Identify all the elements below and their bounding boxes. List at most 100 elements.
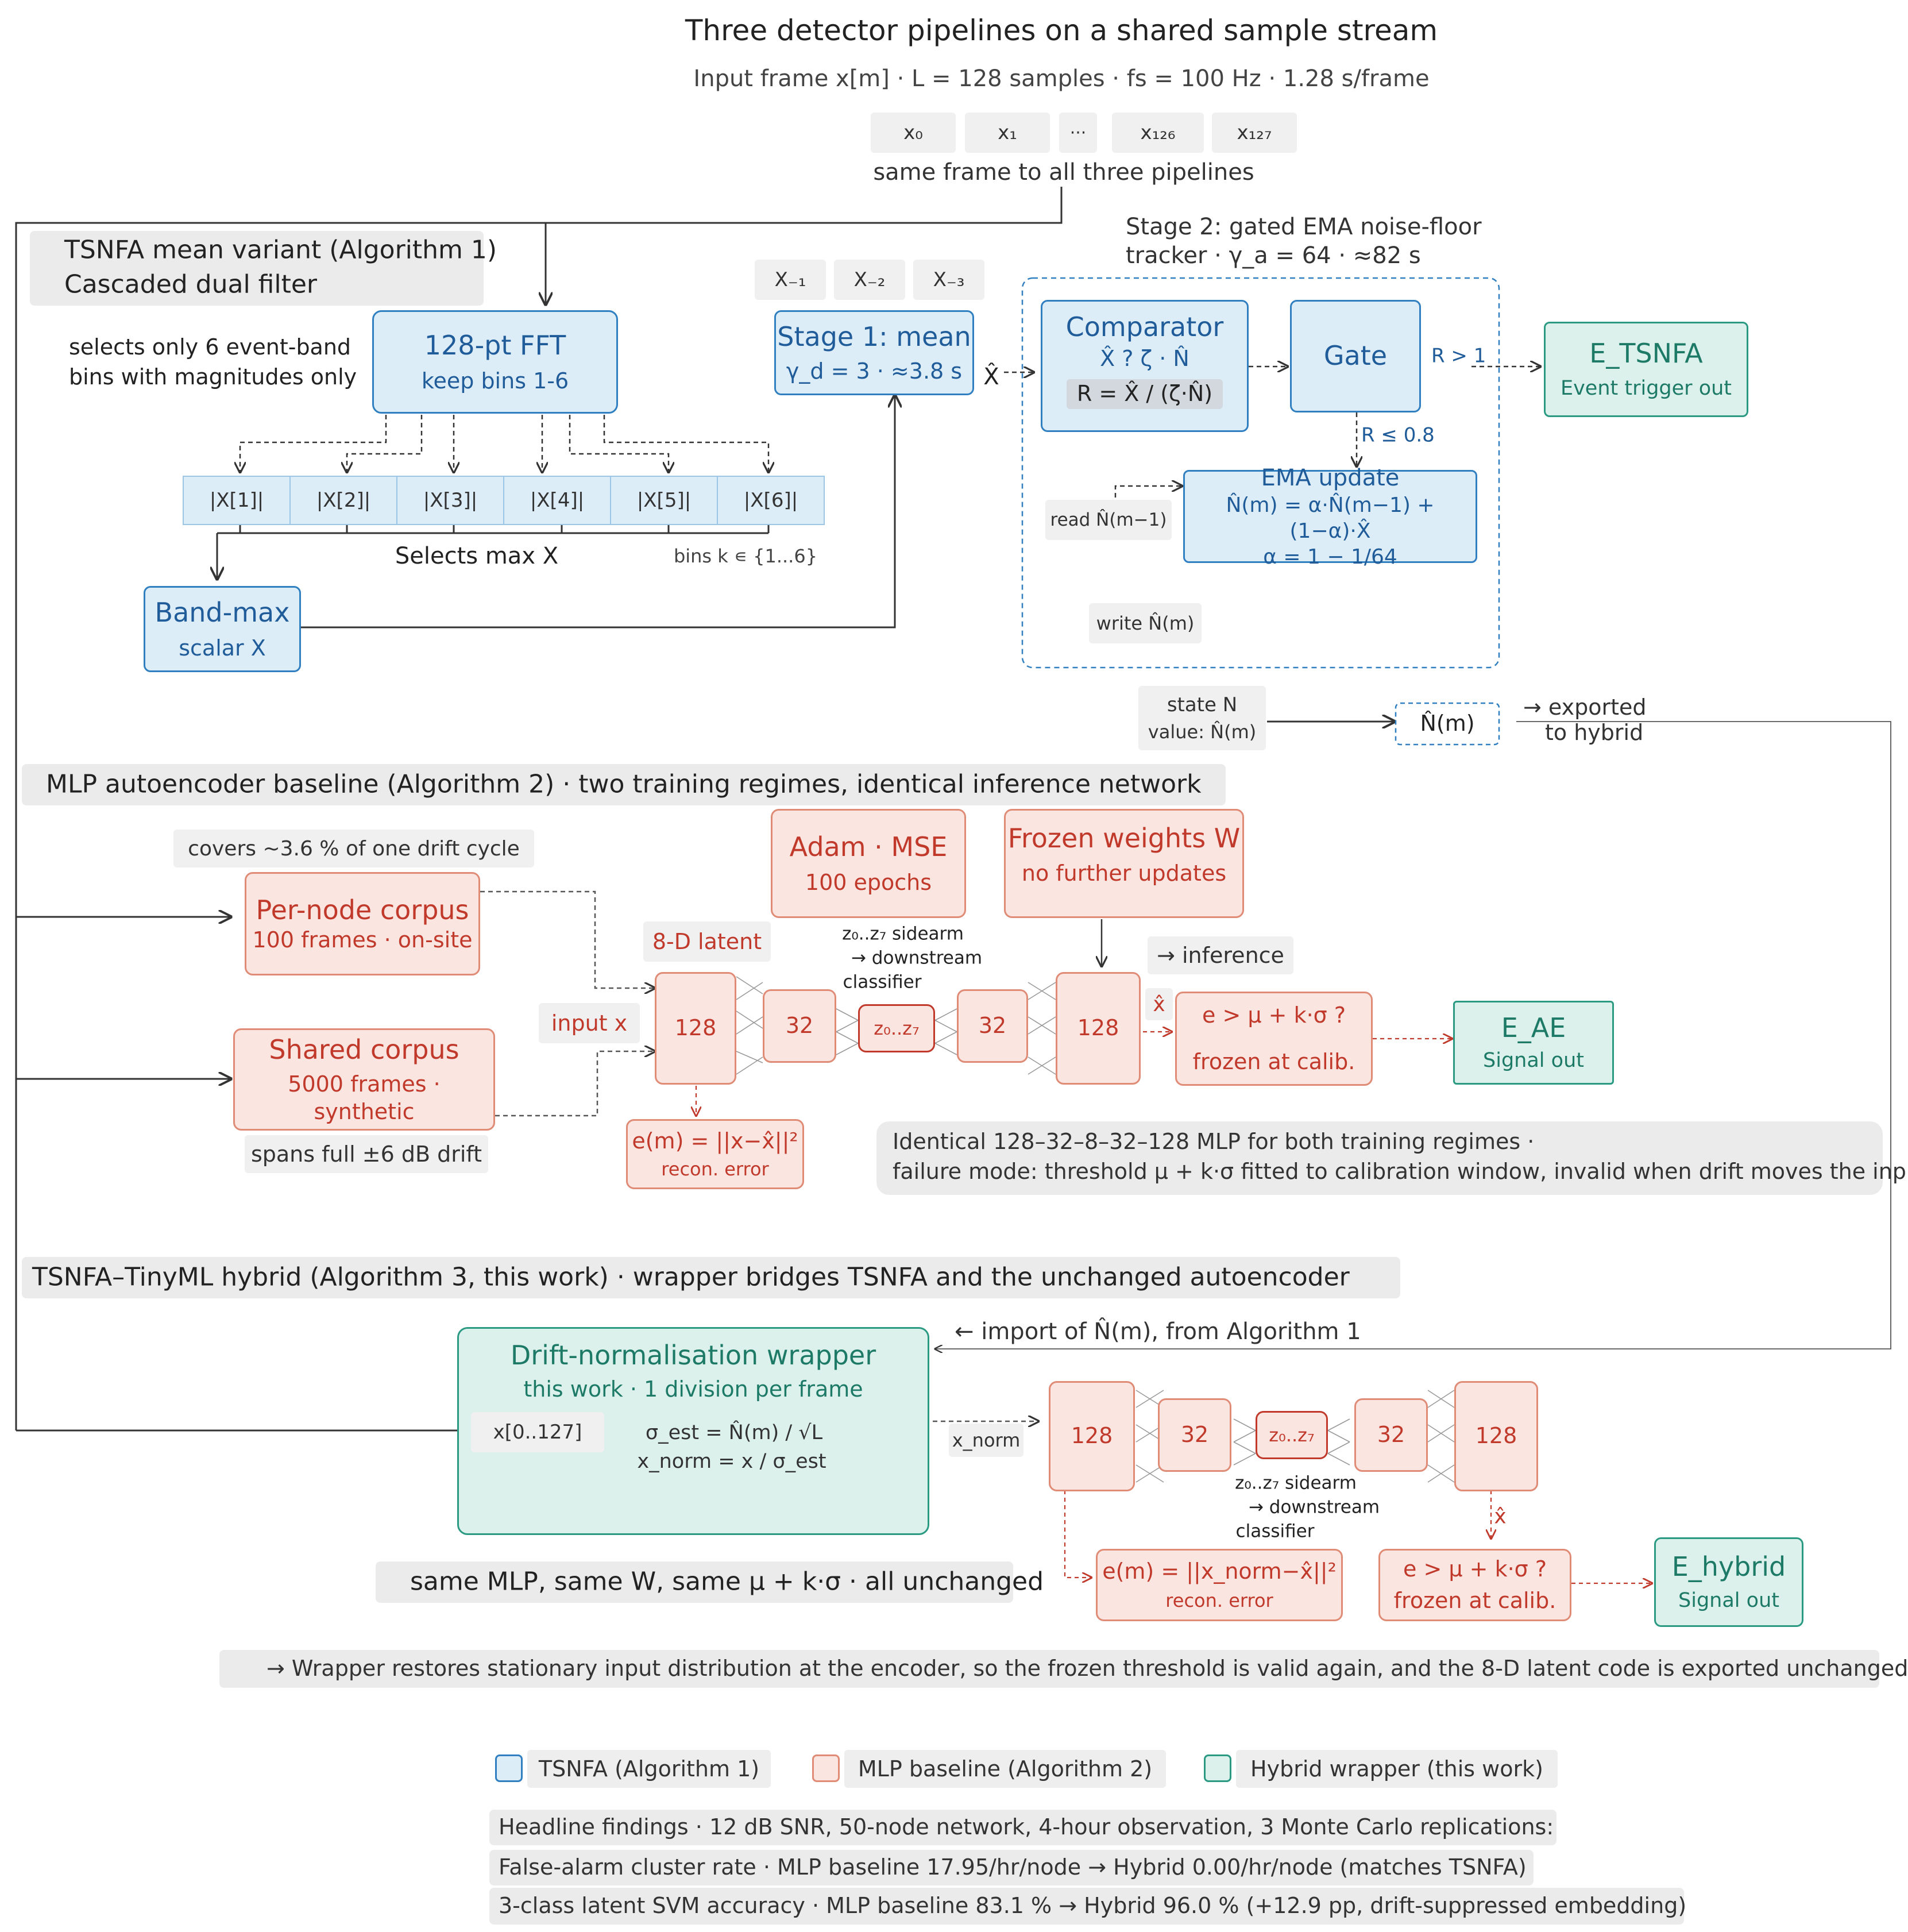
xhat-label: X̂ <box>983 364 999 390</box>
hybrid-sidearm-line2: → downstream <box>1248 1497 1380 1518</box>
fft-to-bin1 <box>240 415 387 472</box>
mlp-output-sub: Signal out <box>1483 1048 1584 1072</box>
mlp-threshold-note: frozen at calib. <box>1192 1049 1355 1074</box>
mlp-error-label: recon. error <box>661 1158 769 1180</box>
history-chip: X₋₁ <box>755 260 826 300</box>
fft-block: 128-pt FFT keep bins 1-6 <box>372 310 618 414</box>
stage2-region <box>1021 277 1500 669</box>
sample-chip: x₀ <box>871 113 956 153</box>
read-chip: read N̂(m−1) <box>1045 500 1172 540</box>
stage1-block: Stage 1: mean γ_d = 3 · ≈3.8 s <box>774 310 974 395</box>
frozen-weights-sub: no further updates <box>1021 860 1227 886</box>
hybrid-error-eq: e(m) = ||x_norm−x̂||² <box>1102 1559 1337 1584</box>
adam-block-title: Adam · MSE <box>789 831 948 862</box>
mlp-section-title: MLP autoencoder baseline (Algorithm 2) ·… <box>22 764 1226 805</box>
hybrid-threshold-block: e > μ + k·σ ? frozen at calib. <box>1378 1549 1571 1621</box>
legend-swatch-mlp <box>812 1754 840 1782</box>
pernode-corpus-sub: 100 frames · on-site <box>252 927 473 952</box>
ema-update-equation: N̂(m) = α·N̂(m−1) + (1−α)·X̂ <box>1226 493 1435 543</box>
history-chip: X₋₂ <box>834 260 905 300</box>
hybrid-error-label: recon. error <box>1165 1589 1273 1611</box>
hybrid-decoder-to-output-links <box>1427 1390 1455 1483</box>
comparator-expression: X̂ ? ζ · N̂ <box>1100 345 1189 371</box>
adam-block-sub: 100 epochs <box>805 870 932 895</box>
state-export-label: N̂(m) <box>1420 711 1475 736</box>
hybrid-threshold-note: frozen at calib. <box>1393 1588 1556 1613</box>
hybrid-sidearm-line1: z₀..z₇ sidearm <box>1235 1472 1357 1494</box>
wrapper-sub: this work · 1 division per frame <box>523 1376 863 1402</box>
hybrid-error-block: e(m) = ||x_norm−x̂||² recon. error <box>1096 1549 1343 1621</box>
hybrid-sidearm-line3: classifier <box>1235 1521 1315 1542</box>
xnorm-label: x_norm <box>949 1424 1023 1457</box>
findings-line3: 3-class latent SVM accuracy · MLP baseli… <box>489 1888 1686 1925</box>
stage2-title-line1: Stage 2: gated EMA noise-floor <box>1126 214 1482 240</box>
gate-r-le-label: R ≤ 0.8 <box>1361 423 1435 447</box>
bins-range-label: bins k ∊ {1...6} <box>673 545 818 567</box>
latent-label: 8-D latent <box>643 921 771 962</box>
findings-line1-text: Headline findings · 12 dB SNR, 50-node n… <box>499 1814 1554 1840</box>
covers-note: covers ~3.6 % of one drift cycle <box>173 830 534 867</box>
stage2-title-line2: tracker · γ_a = 64 · ≈82 s <box>1126 242 1421 269</box>
conclusion-text: → Wrapper restores stationary input dist… <box>266 1656 1908 1682</box>
ema-update-block: EMA update N̂(m) = α·N̂(m−1) + (1−α)·X̂ … <box>1183 465 1477 569</box>
frozen-weights-block: Frozen weights W no further updates <box>1004 809 1244 918</box>
state-chip: state N value: N̂(m) <box>1138 686 1266 750</box>
fft-note-line1: selects only 6 event-band <box>69 334 352 360</box>
hybrid-output-title: E_hybrid <box>1671 1551 1786 1583</box>
pernode-corpus-block: Per-node corpus 100 frames · on-site <box>245 872 480 975</box>
legend-label-mlp: MLP baseline (Algorithm 2) <box>844 1750 1166 1788</box>
bandmax-block-title: Band-max <box>155 596 290 628</box>
input-label: input x <box>539 1003 640 1043</box>
read-to-ema <box>1114 486 1182 498</box>
shared-corpus-sub: 5000 frames · synthetic <box>288 1071 441 1124</box>
legend-label-tsnfa: TSNFA (Algorithm 1) <box>527 1750 771 1788</box>
shared-corpus-title: Shared corpus <box>269 1034 459 1065</box>
bin-cell: |X[4]| <box>503 476 611 525</box>
wrapper-input-chip: x[0..127] <box>471 1412 604 1452</box>
fft-block-sub: keep bins 1-6 <box>421 368 569 394</box>
shared-to-encoder <box>495 1051 655 1117</box>
pernode-to-encoder <box>480 890 655 988</box>
sample-ellipsis-chip: ··· <box>1059 113 1097 153</box>
bin-cell: |X[1]| <box>183 476 291 525</box>
export-to-hybrid <box>935 721 1891 1349</box>
bandmax-block-sub: scalar X <box>179 635 266 661</box>
page-title: Three detector pipelines on a shared sam… <box>685 14 1438 47</box>
mlp-sidearm-line2: → downstream <box>851 947 983 969</box>
ema-update-title: EMA update <box>1261 464 1400 491</box>
findings-line2-text: False-alarm cluster rate · MLP baseline … <box>499 1854 1527 1880</box>
stage1-block-title: Stage 1: mean <box>777 321 971 352</box>
state-chip-title: state N <box>1167 693 1238 716</box>
findings-line1: Headline findings · 12 dB SNR, 50-node n… <box>489 1810 1556 1845</box>
mlp-section-title-text: MLP autoencoder baseline (Algorithm 2) ·… <box>46 769 1202 799</box>
mlp-error-block: e(m) = ||x−x̂||² recon. error <box>626 1119 804 1189</box>
wrapper-equation-norm: x_norm = x / σ_est <box>637 1450 826 1473</box>
fft-to-bin6 <box>603 415 768 472</box>
import-label: ← import of N̂(m), from Algorithm 1 <box>955 1318 1361 1345</box>
bin-cell: |X[3]| <box>396 476 504 525</box>
mlp-output-block: E_AE Signal out <box>1453 1001 1614 1085</box>
tsnfa-output-block: E_TSNFA Event trigger out <box>1544 322 1748 417</box>
latent-layer: z₀..z₇ <box>858 1004 935 1052</box>
state-export-box <box>1395 702 1500 746</box>
selects-max-label: Selects max X <box>395 543 559 569</box>
bin-cell: |X[2]| <box>289 476 397 525</box>
exported-note-line2: to hybrid <box>1545 720 1644 746</box>
sample-chip: x₁₂₇ <box>1212 113 1297 153</box>
hybrid-latent-layer: z₀..z₇ <box>1256 1411 1328 1459</box>
sample-chip: x₁ <box>965 113 1050 153</box>
tsnfa-output-sub: Event trigger out <box>1560 376 1732 400</box>
comparator-ratio: R = X̂ / (ζ·N̂) <box>1066 379 1223 409</box>
same-frame-note: same frame to all three pipelines <box>873 159 1254 186</box>
mlp-failure-line2: failure mode: threshold μ + k·σ fitted t… <box>893 1159 1908 1185</box>
mlp-xhat-label: x̂ <box>1145 988 1173 1020</box>
input-bus <box>15 187 1063 1430</box>
mlp-threshold-test: e > μ + k·σ ? <box>1202 1002 1346 1028</box>
state-chip-value: value: N̂(m) <box>1148 721 1257 743</box>
tsnfa-section-title-line2: Cascaded dual filter <box>64 269 318 299</box>
mlp-sidearm-line1: z₀..z₇ sidearm <box>842 923 964 944</box>
hybrid-xhat-label: x̂ <box>1494 1505 1507 1529</box>
history-chip: X₋₃ <box>913 260 984 300</box>
fft-block-title: 128-pt FFT <box>424 329 566 361</box>
